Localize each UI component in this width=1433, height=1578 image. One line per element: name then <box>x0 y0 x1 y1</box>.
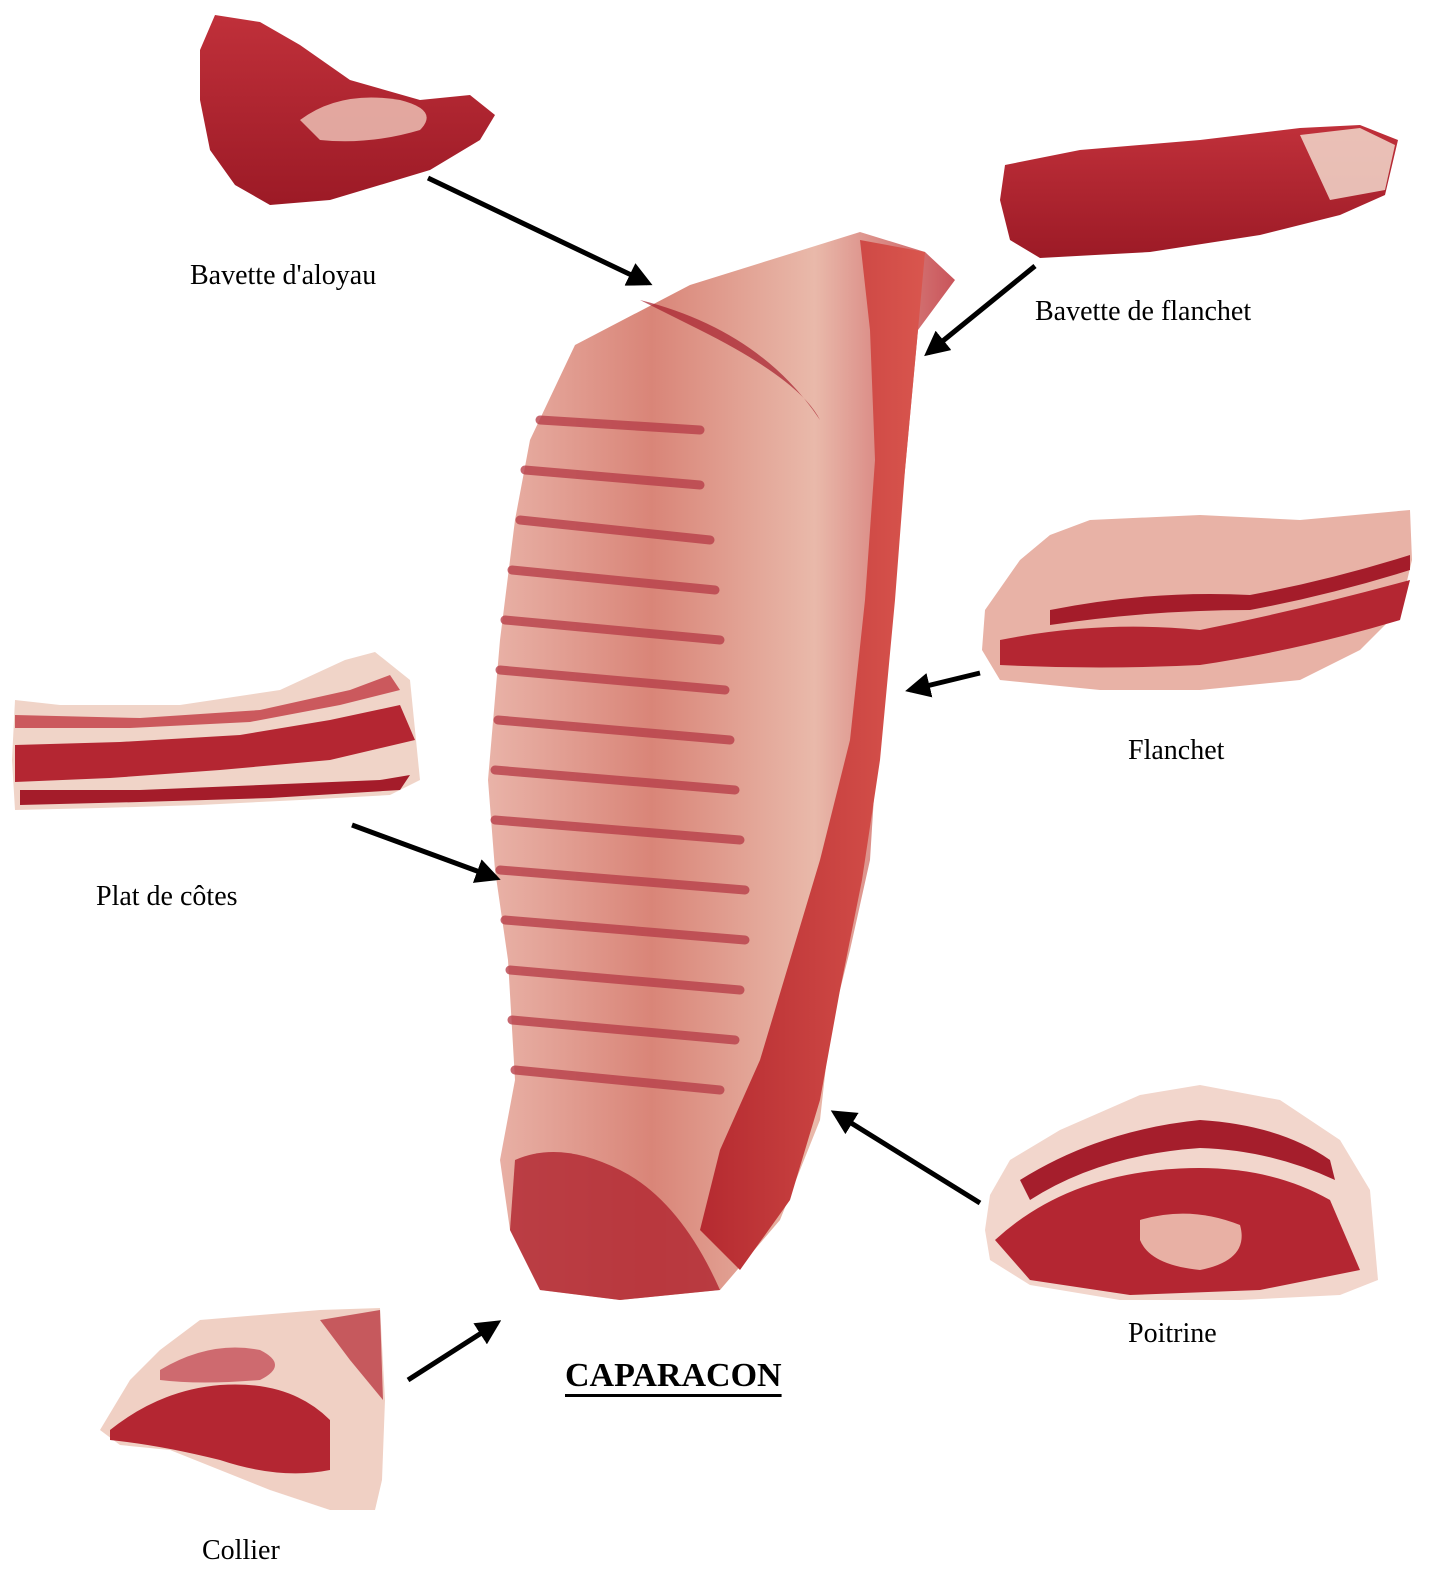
arrow-flanchet <box>910 673 980 690</box>
bavette-flanchet-image <box>1000 125 1398 258</box>
diagram-title: CAPARACON <box>565 1357 782 1395</box>
label-bavette-flanchet: Bavette de flanchet <box>1035 296 1251 328</box>
arrow-poitrine <box>835 1113 980 1203</box>
bavette-aloyau-image <box>200 15 495 205</box>
caparacon-main-cut <box>488 232 955 1300</box>
arrow-collier <box>408 1323 497 1380</box>
arrow-plat-de-cotes <box>352 825 496 878</box>
label-collier: Collier <box>202 1535 280 1567</box>
label-flanchet: Flanchet <box>1128 735 1224 767</box>
label-plat-de-cotes: Plat de côtes <box>96 881 238 913</box>
poitrine-image <box>985 1085 1378 1300</box>
collier-image <box>100 1308 385 1510</box>
arrow-bavette-aloyau <box>428 178 648 283</box>
flanchet-image <box>982 510 1412 690</box>
label-poitrine: Poitrine <box>1128 1318 1217 1350</box>
plat-de-cotes-image <box>12 652 420 810</box>
label-bavette-aloyau: Bavette d'aloyau <box>190 260 376 292</box>
